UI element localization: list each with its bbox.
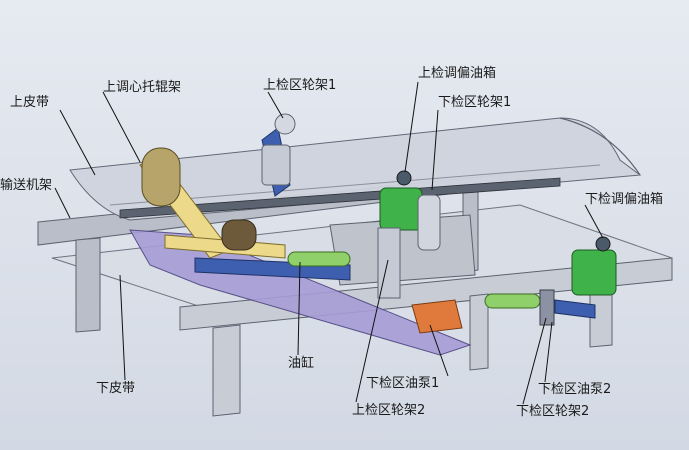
label-upper-oil-tank: 上检调偏油箱 bbox=[418, 66, 497, 81]
upper-belt-trough bbox=[69, 117, 642, 221]
frame-leg-front-mid bbox=[469, 293, 489, 371]
lower-pump-2-bracket bbox=[554, 299, 596, 319]
cylinder-right bbox=[484, 293, 541, 309]
lower-oil-tank-gauge bbox=[595, 236, 611, 252]
label-upper-belt: 上皮带 bbox=[10, 95, 50, 110]
frame-leg-front-left bbox=[212, 324, 241, 417]
label-upper-wheel-2: 上检区轮架2 bbox=[352, 403, 426, 418]
label-lower-oil-tank: 下检调偏油箱 bbox=[585, 192, 664, 207]
upper-wheel-1-head bbox=[274, 113, 296, 135]
lower-wheel-frame-2 bbox=[539, 289, 555, 326]
label-lower-pump-1: 下检区油泵1 bbox=[366, 376, 440, 391]
leader-lines bbox=[54, 81, 604, 405]
lower-oil-tank bbox=[571, 249, 617, 296]
lower-wheel-frame-1 bbox=[417, 194, 441, 251]
label-conveyor-frame: 输送机架 bbox=[0, 178, 53, 193]
cylinder-left bbox=[287, 251, 351, 267]
frame-leg-rear-left bbox=[75, 237, 101, 333]
upper-belt-centerline bbox=[109, 164, 601, 206]
label-lower-wheel-2: 下检区轮架2 bbox=[516, 404, 590, 419]
upper-idler-roller-2 bbox=[221, 219, 257, 251]
label-lower-belt: 下皮带 bbox=[96, 381, 136, 396]
label-cylinder: 油缸 bbox=[288, 356, 315, 371]
upper-belt-edge bbox=[559, 117, 641, 176]
upper-oil-tank-gauge bbox=[396, 170, 412, 186]
label-lower-wheel-1: 下检区轮架1 bbox=[438, 95, 512, 110]
label-lower-pump-2: 下检区油泵2 bbox=[538, 382, 612, 397]
label-upper-wheel-1: 上检区轮架1 bbox=[263, 78, 337, 93]
label-upper-idler: 上调心托辊架 bbox=[103, 80, 182, 95]
upper-wheel-1-housing bbox=[261, 144, 291, 186]
upper-idler-roller bbox=[141, 147, 181, 207]
upper-oil-tank bbox=[379, 187, 423, 231]
lower-pump-1 bbox=[411, 299, 463, 334]
